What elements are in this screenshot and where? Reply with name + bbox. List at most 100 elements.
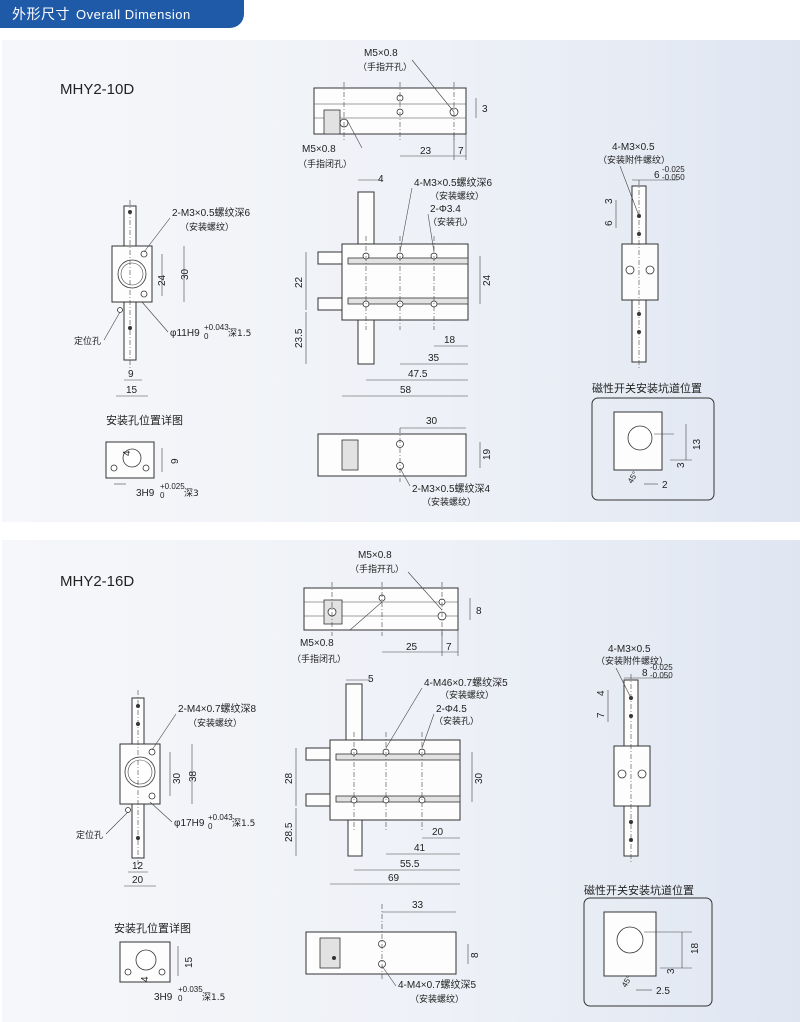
detail-h: 15 (184, 956, 195, 968)
sensor-view: 磁性开关安装坑道位置 13 3 2 45° (591, 381, 715, 501)
top-dim-7: 7 (458, 146, 464, 157)
side-view: 2-M3×0.5螺纹深6 （安装螺纹） 24 30 定位孔 φ11H9 +0.0… (74, 200, 251, 397)
front-callout1-cn: （安装螺纹） (430, 190, 484, 202)
finger-d2: 7 (596, 712, 607, 718)
side-view: 2-M4×0.7螺纹深8 （安装螺纹） 30 38 定位孔 φ17H9 +0.0… (76, 690, 257, 887)
side-callout: 2-M4×0.7螺纹深8 (178, 702, 257, 715)
top-open-port-cn: （手指开孔） (358, 61, 412, 73)
front-h-right: 30 (474, 772, 485, 784)
front-callout2-cn: （安装孔） (428, 216, 473, 228)
sensor-title: 磁性开关安装坑道位置 (584, 883, 694, 897)
top-close-port: M5×0.8 (302, 144, 336, 155)
front-d-top: 5 (368, 674, 374, 685)
bottom-h: 8 (470, 952, 481, 958)
finger-tol-low: -0.050 (662, 173, 685, 182)
detail-bore-up: +0.035 (178, 985, 203, 994)
side-w1: 12 (132, 861, 144, 872)
finger-tol: 6 (654, 170, 660, 181)
finger-callout-cn: （安装附件螺纹） (596, 655, 668, 667)
detail-title: 安装孔位置详图 (114, 921, 191, 935)
side-bore: φ11H9 (170, 328, 200, 339)
drawing-mhy2-10d: MHY2-10D M5×0.8 （手指开孔） M5×0.8 （手指闭孔） (60, 48, 715, 508)
side-bore-depth: 深1.5 (228, 328, 251, 339)
side-bore-depth: 深1.5 (232, 818, 255, 829)
bottom-callout-cn: （安装螺纹） (410, 993, 464, 1005)
finger-d2: 6 (604, 220, 615, 226)
front-x4: 58 (400, 385, 412, 396)
detail-view: 安装孔位置详图 15 4 3H9 +0.035 0 深1.5 (114, 921, 225, 1003)
front-x3: 47.5 (408, 369, 428, 380)
front-callout2: 2-Φ3.4 (430, 204, 461, 215)
front-d-top: 4 (378, 174, 384, 185)
bottom-w: 30 (426, 416, 438, 427)
sensor-h2: 3 (676, 462, 687, 468)
bottom-view: 33 8 4-M4×0.7螺纹深5 （安装螺纹） (305, 900, 481, 1005)
detail-h: 9 (170, 458, 181, 464)
detail-bore-low: 0 (160, 491, 165, 500)
detail-bore: 3H9 (154, 992, 173, 1003)
front-x3: 55.5 (400, 859, 420, 870)
front-view: 4 4-M3×0.5螺纹深6 （安装螺纹） 2-Φ3.4 （安装孔） 22 24… (294, 174, 493, 397)
bottom-callout: 4-M4×0.7螺纹深5 (398, 978, 477, 991)
detail-w: 4 (122, 450, 133, 456)
front-h-low: 28.5 (284, 822, 295, 842)
top-dim-23: 23 (420, 146, 432, 157)
side-w2: 20 (132, 875, 144, 886)
sensor-h1: 13 (692, 438, 703, 450)
front-x1: 18 (444, 335, 456, 346)
bottom-callout: 2-M3×0.5螺纹深4 (412, 482, 491, 495)
front-view: 5 4-M46×0.7螺纹深5 （安装螺纹） 2-Φ4.5 （安装孔） 28 3… (284, 674, 508, 885)
finger-callout: 4-M3×0.5 (608, 644, 651, 655)
section-header: 外形尺寸 Overall Dimension (0, 0, 244, 28)
sensor-view: 磁性开关安装坑道位置 18 3 2.5 45° (583, 883, 713, 1007)
front-x4: 69 (388, 873, 400, 884)
front-h-left: 28 (284, 772, 295, 784)
bottom-w: 33 (412, 900, 424, 911)
side-w2: 15 (126, 385, 138, 396)
side-bore: φ17H9 (174, 818, 205, 829)
side-locate: 定位孔 (74, 335, 101, 347)
side-callout-cn: （安装螺纹） (188, 717, 242, 729)
top-open-port-cn: （手指开孔） (350, 563, 404, 575)
top-dim-25: 25 (406, 642, 418, 653)
finger-tol-low: -0.050 (650, 671, 673, 680)
top-view: M5×0.8 （手指开孔） M5×0.8 （手指闭孔） 23 7 3 (298, 48, 488, 170)
model-name: MHY2-16D (60, 573, 134, 590)
model-name: MHY2-10D (60, 81, 134, 98)
top-open-port: M5×0.8 (364, 48, 398, 59)
detail-view: 安装孔位置详图 9 4 3H9 +0.025 0 深3 (105, 413, 199, 500)
front-callout2: 2-Φ4.5 (436, 704, 467, 715)
top-close-port-cn: （手指闭孔） (298, 158, 352, 170)
front-callout1: 4-M46×0.7螺纹深5 (424, 676, 508, 689)
drawing-mhy2-16d: MHY2-16D M5×0.8 （手指开孔） M5×0.8 （手指闭孔） (60, 550, 713, 1007)
top-close-port-cn: （手指闭孔） (292, 653, 346, 665)
finger-d1: 4 (596, 690, 607, 696)
finger-tol: 8 (642, 668, 648, 679)
side-bore-tol-up: +0.043 (208, 813, 233, 822)
bottom-h: 19 (482, 448, 493, 460)
sensor-w: 2 (662, 480, 668, 491)
sensor-h1: 18 (690, 942, 701, 954)
detail-bore-up: +0.025 (160, 482, 185, 491)
finger-tol-up: -0.025 (662, 165, 685, 174)
front-callout1: 4-M3×0.5螺纹深6 (414, 176, 493, 189)
side-callout: 2-M3×0.5螺纹深6 (172, 206, 251, 219)
side-callout-cn: （安装螺纹） (180, 221, 234, 233)
panel-mhy2-10d: MHY2-10D M5×0.8 （手指开孔） M5×0.8 （手指闭孔） (2, 40, 800, 522)
bottom-view: 30 19 2-M3×0.5螺纹深4 （安装螺纹） (317, 416, 493, 508)
top-view: M5×0.8 （手指开孔） M5×0.8 （手指闭孔） 25 7 8 (292, 550, 482, 665)
sensor-h2: 3 (666, 968, 677, 974)
top-close-port: M5×0.8 (300, 638, 334, 649)
front-x2: 41 (414, 843, 426, 854)
front-callout2-cn: （安装孔） (434, 715, 479, 727)
finger-view: 4-M3×0.5 （安装附件螺纹） 6 -0.025 -0.050 3 6 (598, 142, 685, 370)
panel-mhy2-16d: MHY2-16D M5×0.8 （手指开孔） M5×0.8 （手指闭孔） (2, 540, 800, 1022)
side-h1: 24 (157, 274, 168, 286)
side-h2: 38 (188, 770, 199, 782)
top-dim-3: 3 (482, 104, 488, 115)
detail-depth: 深3 (184, 488, 199, 499)
detail-depth: 深1.5 (202, 992, 225, 1003)
top-dim-7: 7 (446, 642, 452, 653)
detail-w: 4 (140, 976, 151, 982)
top-open-port: M5×0.8 (358, 550, 392, 561)
